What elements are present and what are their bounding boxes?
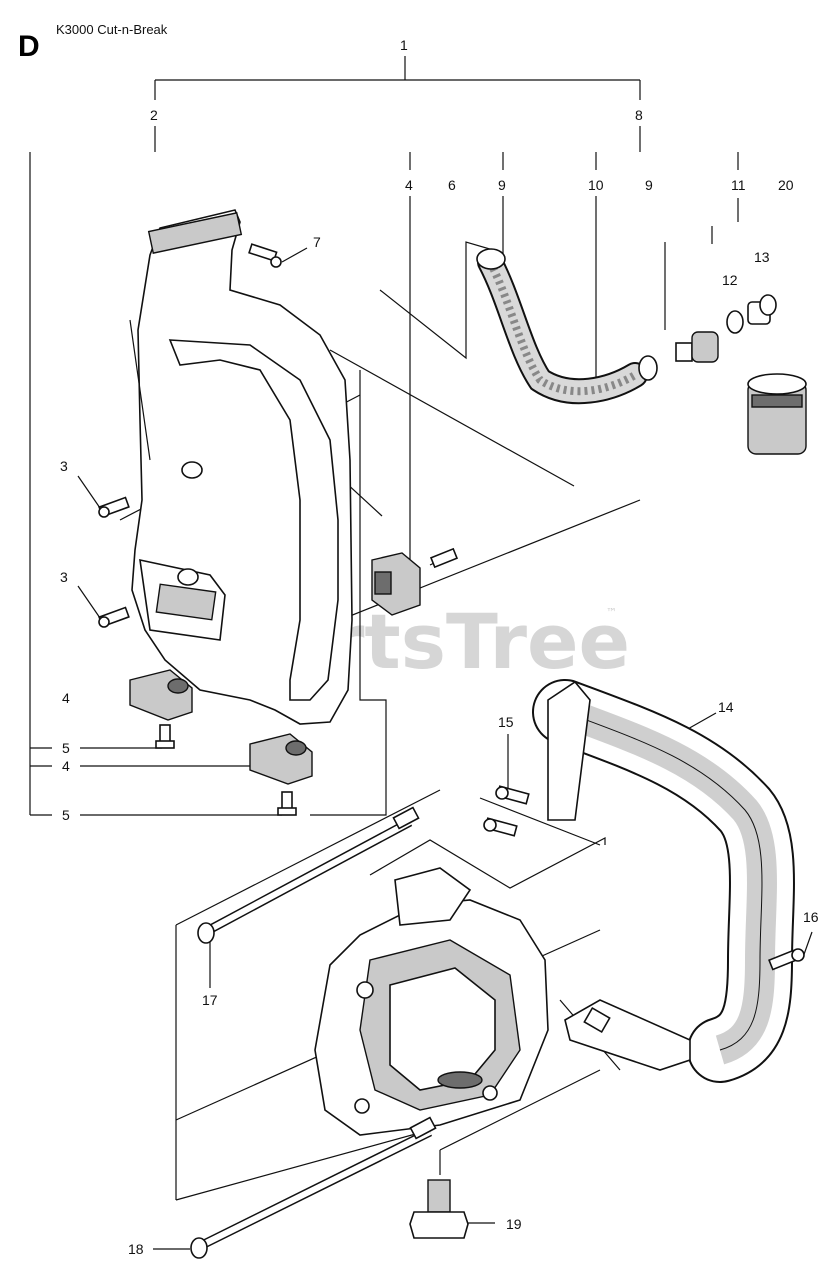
- callout-3-lower: 3: [60, 569, 68, 585]
- callout-12: 12: [722, 272, 738, 288]
- callout-8: 8: [635, 107, 643, 123]
- callout-6: 6: [448, 177, 456, 193]
- callout-3-upper: 3: [60, 458, 68, 474]
- screw-7: [248, 243, 282, 268]
- screw-16: [768, 948, 805, 971]
- callout-16: 16: [803, 909, 819, 925]
- callout-5-upper: 5: [62, 740, 70, 756]
- callout-13: 13: [754, 249, 770, 265]
- screw-5-upper: [155, 724, 175, 749]
- screw-15: [483, 785, 530, 837]
- callout-5-lower: 5: [62, 807, 70, 823]
- long-bolt-18: [190, 1116, 437, 1259]
- callout-2: 2: [150, 107, 158, 123]
- callout-11: 11: [731, 177, 746, 193]
- callout-4-low: 4: [62, 758, 70, 774]
- callout-15: 15: [498, 714, 514, 730]
- callout-19: 19: [506, 1216, 522, 1232]
- damper-block-upper: [371, 547, 459, 616]
- callout-14: 14: [718, 699, 734, 715]
- callout-4-mid: 4: [62, 690, 70, 706]
- engine-cover: [314, 867, 549, 1136]
- water-nipple-assembly: [675, 294, 777, 363]
- callout-17: 17: [202, 992, 218, 1008]
- screw-5-lower: [277, 791, 297, 816]
- callout-20: 20: [778, 177, 794, 193]
- screw-3-upper: [98, 496, 130, 518]
- assembly-tree: [29, 56, 739, 816]
- watermark-trademark: ™: [606, 606, 617, 619]
- callout-18: 18: [128, 1241, 144, 1257]
- callout-labels: 1 2 8 4 6 9 10 9 11 20 13 12 7 3 3 4 5 4…: [60, 37, 819, 1257]
- coupling: [747, 373, 807, 455]
- leader-lines: [77, 196, 813, 1250]
- damper-lower-1: [129, 669, 193, 721]
- long-bolt-17: [197, 806, 420, 944]
- water-hose: [476, 248, 658, 405]
- section-letter: D: [18, 30, 40, 63]
- callout-9-b: 9: [645, 177, 653, 193]
- front-handle-frame: [129, 209, 353, 725]
- diagram-title: K3000 Cut-n-Break: [56, 22, 168, 37]
- callout-1: 1: [400, 37, 408, 53]
- callout-9-top: 9: [498, 177, 506, 193]
- callout-7: 7: [313, 234, 321, 250]
- screw-3-lower: [98, 606, 130, 628]
- callout-10: 10: [588, 177, 604, 193]
- rear-handle-tube: [532, 679, 795, 1083]
- damper-lower-2: [249, 733, 313, 785]
- callout-4-top: 4: [405, 177, 413, 193]
- hex-bolt-19: [409, 1179, 469, 1239]
